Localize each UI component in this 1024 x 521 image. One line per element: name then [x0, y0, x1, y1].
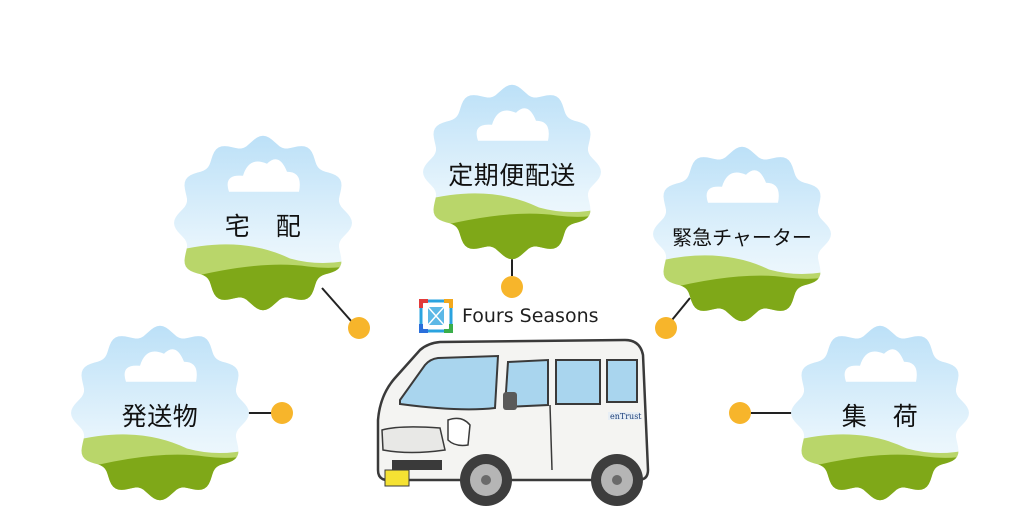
van-window-rear [606, 359, 638, 403]
service-label-teikibin: 定期便配送 [448, 161, 576, 190]
connector-dot-shuka [729, 402, 751, 424]
cloud-icon [844, 349, 917, 382]
connector-dot-hassobutsu [271, 402, 293, 424]
cloud-icon [476, 108, 549, 141]
cloud-icon [227, 159, 300, 192]
van-grill [381, 426, 446, 454]
brand-name: Fours Seasons [462, 305, 599, 327]
service-label-hassobutsu: 発送物 [121, 402, 199, 431]
van-window-middle [555, 359, 601, 405]
van-windshield [399, 354, 500, 411]
service-label-kinkyu: 緊急チャーター [672, 225, 812, 250]
cloud-icon [706, 170, 779, 203]
van-headlight [447, 417, 471, 447]
brand-logo: Fours Seasons [418, 298, 599, 334]
van-decal-text: enTrust [610, 412, 642, 421]
van-hub-center-2 [612, 475, 622, 485]
four-seasons-logo-icon [419, 299, 453, 333]
service-label-takuhai: 宅 配 [224, 212, 302, 241]
connector-line-kinkyu [671, 297, 691, 321]
van-door-line [549, 404, 553, 471]
van-mirror [503, 392, 517, 410]
connector-dot-teikibin [501, 276, 523, 298]
van-hub-center-1 [481, 475, 491, 485]
connector-line-takuhai [321, 287, 353, 323]
connector-dot-takuhai [348, 317, 370, 339]
connector-dot-kinkyu [655, 317, 677, 339]
van-decal-bg [608, 412, 640, 420]
van-license-plate [384, 469, 410, 487]
van-bumper-vent [392, 460, 442, 470]
delivery-van-icon: enTrust [376, 338, 650, 506]
cloud-icon [124, 349, 197, 382]
service-label-shuka: 集 荷 [841, 402, 919, 431]
